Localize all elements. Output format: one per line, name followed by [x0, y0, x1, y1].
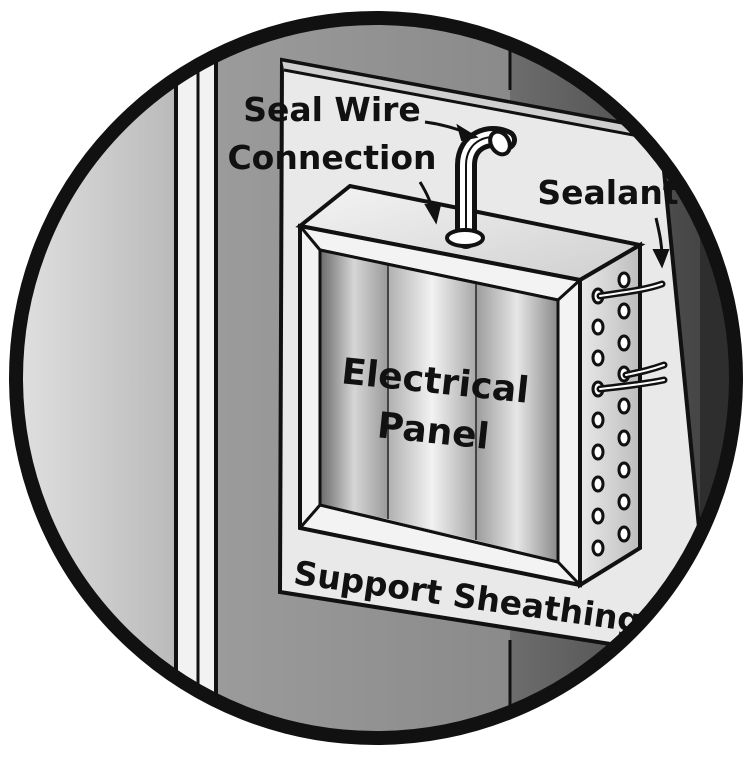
panel-door-section-1 — [320, 250, 388, 519]
wall-stud-edge — [174, 18, 218, 738]
electrical-panel — [295, 126, 668, 589]
seal-wire-conduit — [445, 126, 517, 249]
circle-frame — [9, 11, 743, 745]
label-sealant: Sealant — [537, 173, 678, 212]
label-seal-wire: Seal Wire — [243, 90, 421, 129]
panel-door-section-3 — [476, 283, 558, 562]
panel-door-section-2 — [388, 264, 476, 540]
conduit-base — [445, 228, 485, 248]
side-knockout-holes — [591, 271, 631, 557]
conduit-end — [488, 129, 512, 157]
label-connection: Connection — [227, 138, 436, 177]
leader-arrows — [418, 120, 670, 269]
